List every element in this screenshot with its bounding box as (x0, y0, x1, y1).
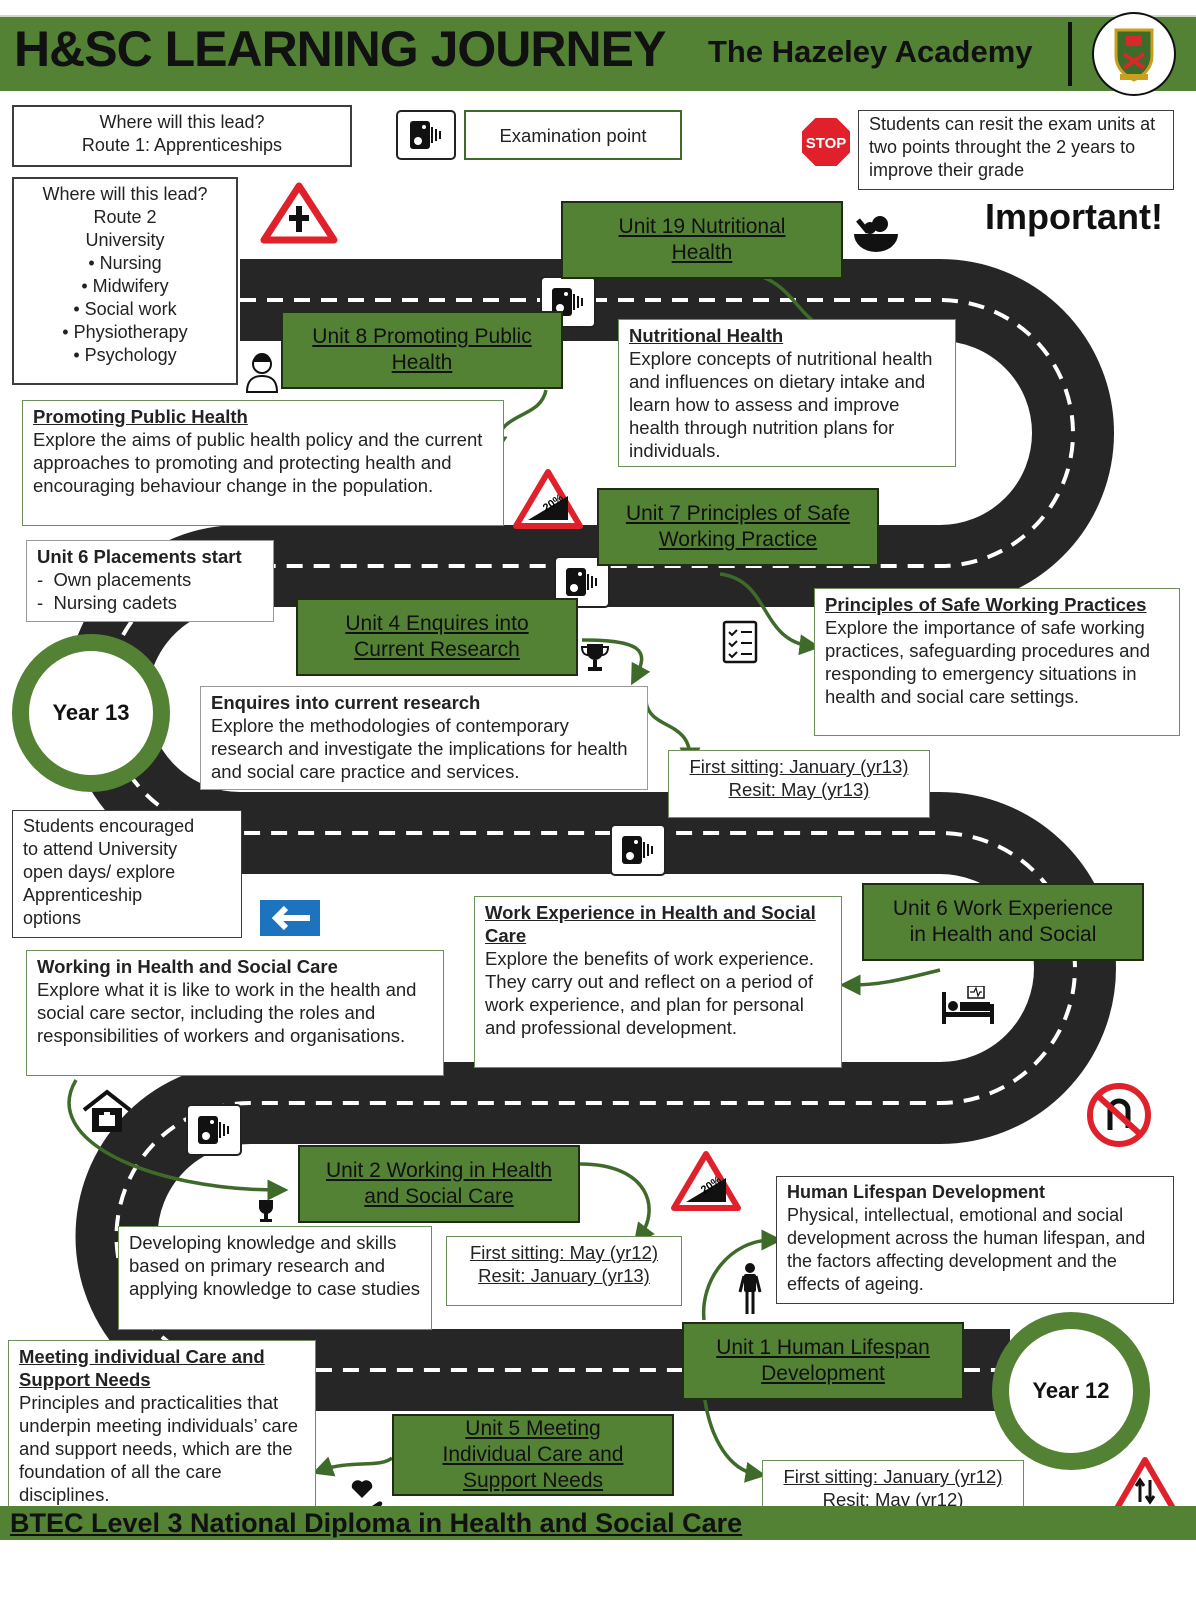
school-crest-logo (1092, 12, 1176, 96)
year-12-marker: Year 12 (992, 1312, 1150, 1470)
arrow-u1-up (701, 1229, 783, 1321)
route1-box: Where will this lead?Route 1: Apprentice… (12, 105, 352, 167)
house-briefcase-icon (82, 1089, 132, 1132)
trophy-icon (580, 644, 610, 671)
trophy-icon (259, 1200, 273, 1222)
svg-text:STOP: STOP (806, 135, 847, 152)
no-u-turn-sign-icon (1087, 1083, 1151, 1147)
arrow-u1-down (702, 1393, 767, 1483)
arrow-u5 (312, 1456, 394, 1477)
resit-note: Students can resit the exam units at two… (858, 110, 1174, 190)
hospital-bed-icon (942, 986, 994, 1024)
header-bar (0, 15, 1196, 91)
speed-camera-icon (396, 110, 456, 160)
arrow-research (644, 701, 701, 769)
care-needs-description: Meeting individual Care and Support Need… (8, 1340, 316, 1534)
arrow-u4 (581, 638, 651, 686)
arrow-u7 (719, 572, 821, 656)
steep-hill-sign-icon: 20% (671, 1151, 741, 1211)
doctor-icon (245, 353, 279, 393)
fruit-bowl-icon (854, 216, 898, 252)
checklist-icon (722, 620, 758, 664)
skeleton-icon (738, 1263, 762, 1314)
exam-point-camera-icon (186, 1104, 242, 1156)
unit-2-sittings: First sitting: May (yr12)Resit: January … (446, 1236, 682, 1306)
important-label: Important! (985, 196, 1163, 237)
arrow-u2 (579, 1162, 655, 1245)
primary-research-note: Developing knowledge and skills based on… (118, 1226, 432, 1330)
crossroads-warning-sign-icon (260, 182, 338, 244)
arrow-working (67, 1079, 289, 1201)
work-experience-description: Work Experience in Health and Social Car… (474, 896, 842, 1068)
exam-point-label: Examination point (464, 110, 682, 160)
footer-bar: BTEC Level 3 National Diploma in Health … (0, 1506, 1196, 1540)
exam-point-camera-icon (610, 824, 666, 876)
placements-box: Unit 6 Placements start- Own placements-… (26, 540, 274, 622)
stop-sign-icon: STOP (800, 116, 852, 168)
open-days-note: Students encouraged to attend University… (12, 810, 242, 938)
course-title: BTEC Level 3 National Diploma in Health … (10, 1508, 743, 1538)
unit-4-sittings: First sitting: January (yr13)Resit: May … (668, 750, 930, 818)
arrow-u6 (839, 968, 941, 996)
school-name: The Hazeley Academy (708, 34, 1033, 69)
steep-hill-sign-icon: 20% (513, 469, 583, 529)
left-arrow-sign-icon (258, 898, 322, 938)
year-13-marker: Year 13 (12, 634, 170, 792)
divider (1068, 22, 1072, 86)
page-title: H&SC LEARNING JOURNEY (14, 21, 666, 77)
